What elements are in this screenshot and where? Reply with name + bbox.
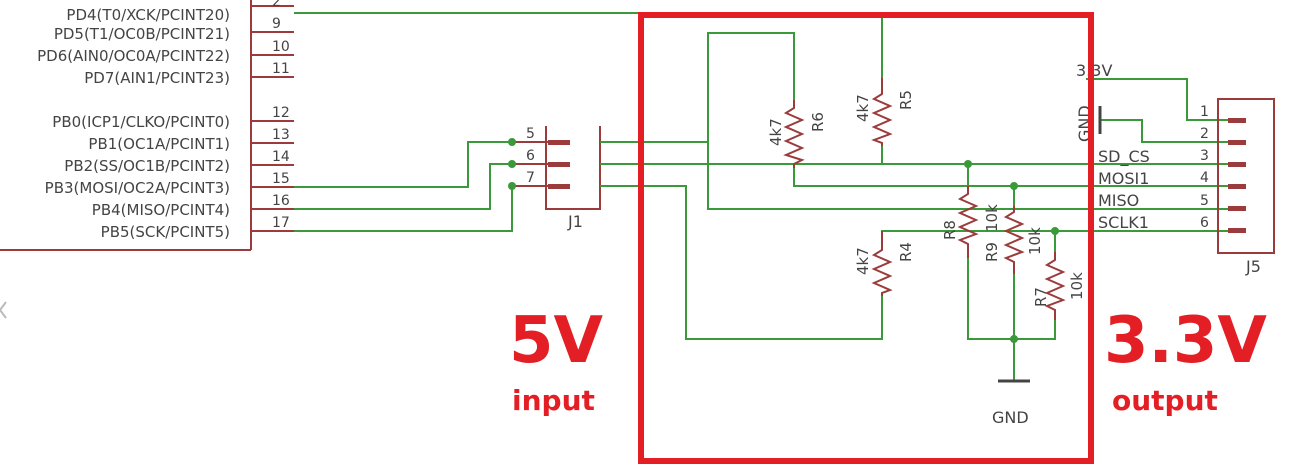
mcu-pin-number: 2 <box>272 0 281 10</box>
mcu-pin-name: PD6(AIN0/OC0A/PCINT22) <box>37 47 230 65</box>
supply-label: 3.3V <box>1076 61 1112 80</box>
mcu-pin-number: 11 <box>272 61 290 77</box>
mcu-pin-name: PB1(OC1A/PCINT1) <box>88 135 230 153</box>
gnd-symbol-j5: GND <box>1075 105 1102 142</box>
mcu-pin-number: 14 <box>272 149 290 165</box>
mcu-pin-number: 13 <box>272 127 290 143</box>
mcu-pin-number: 9 <box>272 16 281 32</box>
level-shifter-highlight-box <box>638 12 1094 464</box>
j5-pin-number: 5 <box>1200 193 1209 209</box>
resistor-name: R7 <box>1032 287 1050 307</box>
connector-j5: 1 2 3 4 5 6 J5 <box>1200 98 1275 276</box>
resistor-r4: 4k7 R4 <box>854 231 915 296</box>
resistor-name: R8 <box>941 220 959 240</box>
resistor-name: R5 <box>897 90 915 110</box>
mcu-pin-name: PD7(AIN1/PCINT23) <box>84 69 230 87</box>
resistor-value: 10k <box>1068 272 1086 300</box>
net-label: MISO <box>1098 191 1139 210</box>
resistor-value: 10k <box>1026 227 1044 255</box>
resistor-name: R6 <box>809 112 827 132</box>
j5-pin-number: 3 <box>1200 148 1209 164</box>
mcu-pin-name: PB5(SCK/PCINT5) <box>101 223 230 241</box>
mcu-pin-number: 17 <box>272 215 290 231</box>
j1-pin-number: 5 <box>526 126 535 142</box>
mcu-pin-name: PB2(SS/OC1B/PCINT2) <box>64 157 230 175</box>
j5-pin-number: 1 <box>1200 104 1209 120</box>
mcu-pin-name: PB3(MOSI/OC2A/PCINT3) <box>45 179 230 197</box>
resistor-r5: 4k7 R5 <box>854 78 915 146</box>
scroll-edge-icon <box>0 301 7 319</box>
input-voltage-label: 5V <box>509 304 604 378</box>
junction-dots <box>508 138 1059 343</box>
mcu-pin-number: 15 <box>272 171 290 187</box>
j5-pin-number: 4 <box>1200 170 1209 186</box>
mcu-pin-number: 16 <box>272 193 290 209</box>
resistor-value: 4k7 <box>854 94 872 122</box>
j5-pin-number: 6 <box>1200 215 1209 231</box>
resistor-r6: 4k7 R6 <box>767 100 827 168</box>
mcu-symbol: PD4(T0/XCK/PCINT20) PD5(T1/OC0B/PCINT21)… <box>0 0 294 251</box>
output-voltage-label: 3.3V <box>1104 304 1267 378</box>
j1-pin-number: 7 <box>526 170 535 186</box>
net-label: SCLK1 <box>1098 213 1149 232</box>
j5-label: J5 <box>1245 257 1261 276</box>
mcu-pin-name: PB4(MISO/PCINT4) <box>92 201 230 219</box>
ground-label: GND <box>992 408 1029 427</box>
ground-symbol: GND <box>992 379 1030 427</box>
net-label: SD_CS <box>1098 147 1150 167</box>
resistor-value: 4k7 <box>767 118 785 146</box>
resistor-r9: 10k R9 10k <box>983 204 1044 274</box>
mcu-pin-name: PD5(T1/OC0B/PCINT21) <box>54 25 230 43</box>
mcu-pin-number: 10 <box>272 39 290 55</box>
resistor-value: 10k <box>983 204 1001 232</box>
net-label: MOSI1 <box>1098 169 1149 188</box>
resistor-r7: R7 10k <box>1032 252 1086 320</box>
mcu-pin-name: PD4(T0/XCK/PCINT20) <box>66 6 230 24</box>
j1-label: J1 <box>567 212 583 231</box>
j1-pin-number: 6 <box>526 148 535 164</box>
connector-j1: 5 6 7 J1 <box>512 126 601 231</box>
resistor-value: 4k7 <box>854 247 872 275</box>
mcu-pin-name: PB0(ICP1/CLKO/PCINT0) <box>52 113 230 131</box>
input-caption: input <box>512 384 595 417</box>
resistor-name: R4 <box>897 242 915 262</box>
j5-pin-number: 2 <box>1200 126 1209 142</box>
resistor-name: R9 <box>983 242 1001 262</box>
mcu-pin-number: 12 <box>272 105 290 121</box>
output-caption: output <box>1112 384 1218 417</box>
wires <box>294 12 1228 380</box>
resistor-r8: R8 <box>941 186 979 258</box>
